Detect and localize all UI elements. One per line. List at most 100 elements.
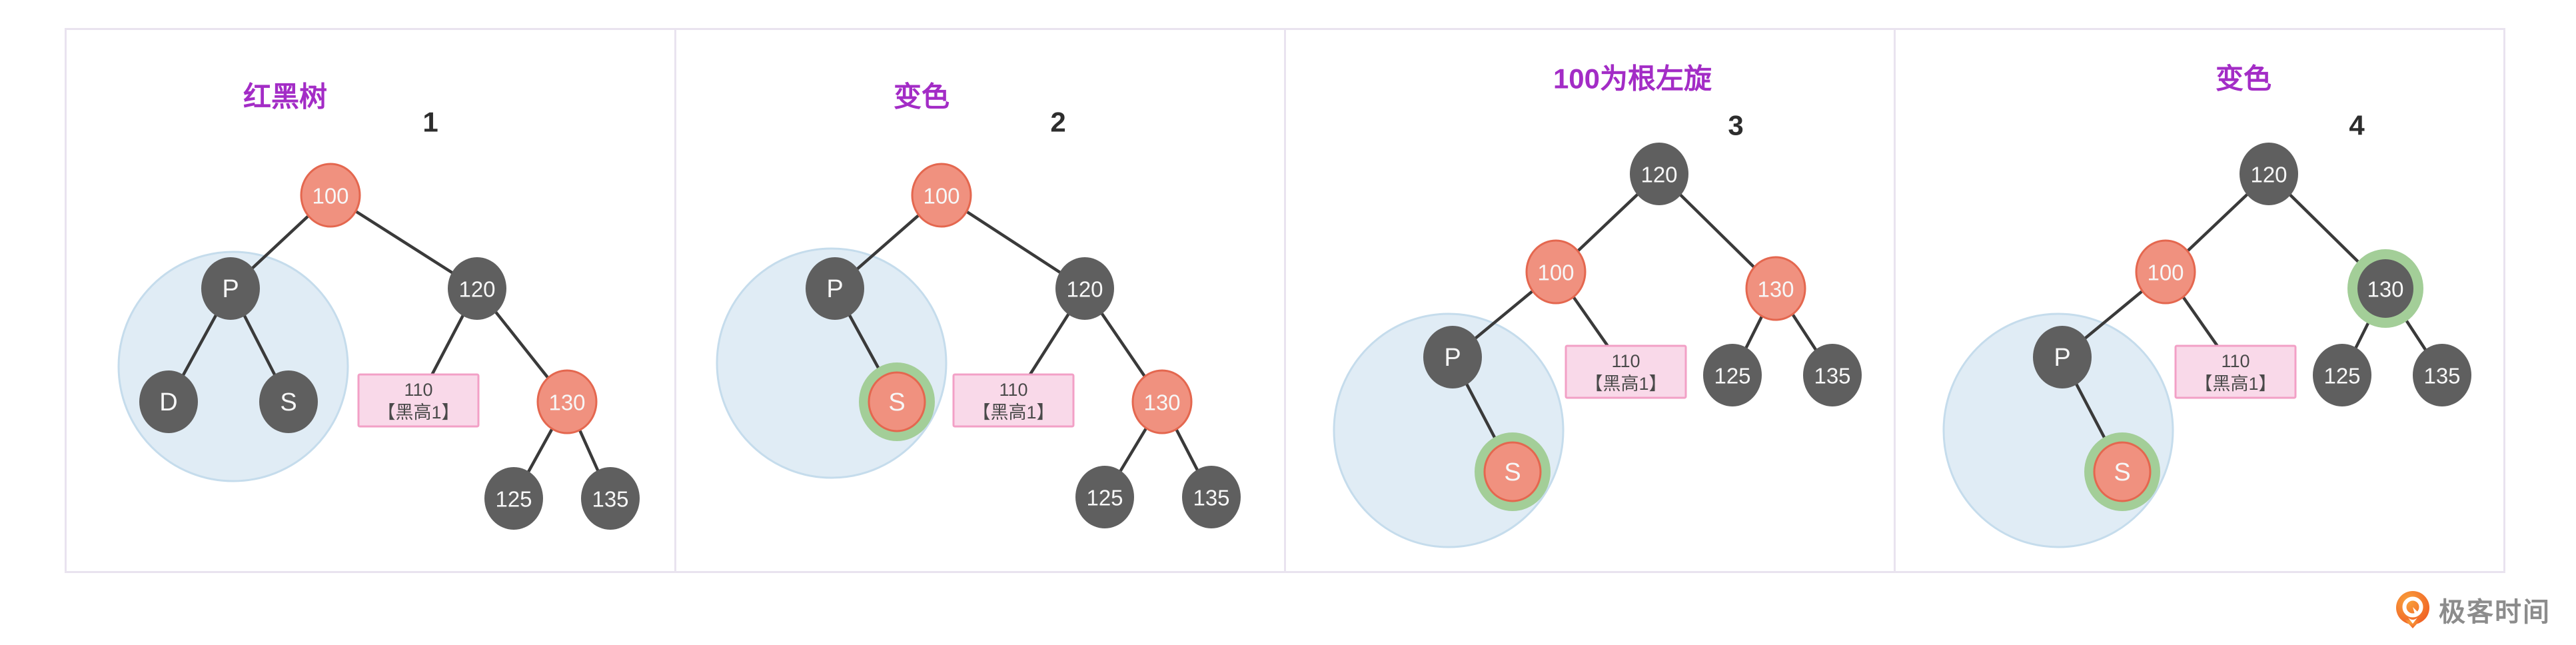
- box-label: 110: [1611, 351, 1640, 371]
- tree-node-P: P: [2033, 326, 2092, 388]
- node-label: 100: [2147, 261, 2184, 285]
- node-circle-red: [1483, 441, 1542, 502]
- tree-node-125: 125: [484, 467, 543, 530]
- tree-node-P: P: [806, 257, 864, 320]
- node-circle-black: [201, 257, 260, 320]
- node-label: S: [2114, 458, 2130, 486]
- panel-title: 变色: [2216, 63, 2271, 95]
- tree-node-S: S: [2084, 432, 2160, 511]
- tree-node-120: 120: [1055, 257, 1114, 320]
- node-label: 135: [1193, 486, 1229, 510]
- box-label: 110: [404, 380, 432, 400]
- node-circle-red: [300, 163, 361, 228]
- node-circle-black: [1630, 143, 1688, 205]
- tree-node-130: 130: [536, 369, 598, 434]
- node-circle-black: [1703, 344, 1762, 406]
- box-label: 110: [2221, 351, 2250, 371]
- tree-node-135: 135: [2413, 344, 2471, 406]
- tree-node-130: 130: [1131, 369, 1193, 434]
- node-circle-black: [2240, 143, 2298, 205]
- tree-node-135: 135: [1803, 344, 1862, 406]
- black-height-box-110: 110【黑高1】: [357, 373, 480, 428]
- node-label: 120: [1640, 163, 1677, 187]
- tree-node-135: 135: [581, 467, 640, 530]
- node-circle-black: [1803, 344, 1862, 406]
- node-label: D: [159, 388, 177, 416]
- panel-step-number: 4: [2349, 110, 2365, 141]
- node-circle-black: [1182, 466, 1241, 528]
- node-circle-black: [139, 370, 198, 433]
- node-label: 120: [458, 277, 495, 302]
- tree-node-100: 100: [2135, 239, 2196, 305]
- black-height-box-rect: [2174, 344, 2297, 399]
- node-circle-black: [2033, 326, 2092, 388]
- tree-node-100: 100: [911, 163, 972, 228]
- node-label: P: [222, 275, 239, 303]
- tree-node-120: 120: [448, 257, 506, 320]
- tree-node-120: 120: [2240, 143, 2298, 205]
- node-label: 100: [312, 184, 348, 209]
- node-label: 135: [592, 487, 628, 512]
- node-label: 135: [1814, 364, 1850, 388]
- node-label: 130: [548, 390, 585, 415]
- node-circle-black: [2357, 259, 2413, 318]
- black-height-box-110: 110【黑高1】: [2174, 344, 2297, 399]
- node-circle-red: [868, 371, 926, 432]
- panel-step-number: 1: [422, 107, 438, 138]
- tree-node-120: 120: [1630, 143, 1688, 205]
- node-label: 100: [1537, 261, 1574, 285]
- node-label: P: [2054, 344, 2070, 372]
- panel-title: 变色: [894, 81, 950, 113]
- box-sublabel: 【黑高1】: [1585, 374, 1666, 394]
- node-circle-black: [2413, 344, 2471, 406]
- node-label: P: [826, 275, 843, 303]
- node-label: 125: [1714, 364, 1750, 388]
- tree-node-D: D: [139, 370, 198, 433]
- node-label: 100: [923, 184, 960, 209]
- panel-step-number: 3: [1728, 110, 1743, 141]
- node-circle-black: [259, 370, 318, 433]
- tree-node-125: 125: [2313, 344, 2371, 406]
- black-height-box-rect: [1565, 344, 1687, 399]
- node-circle-black: [806, 257, 864, 320]
- tree-node-S: S: [859, 362, 935, 441]
- geektime-logo-text: 极客时间: [2439, 598, 2551, 627]
- tree-node-P: P: [201, 257, 260, 320]
- tree-node-125: 125: [1703, 344, 1762, 406]
- tree-node-135: 135: [1182, 466, 1241, 528]
- tree-node-100: 100: [300, 163, 361, 228]
- node-circle-red: [1525, 239, 1587, 305]
- geektime-logo-icon: [2396, 591, 2429, 628]
- node-label: 125: [2323, 364, 2360, 388]
- black-height-box-110: 110【黑高1】: [952, 373, 1075, 428]
- geektime-logo: 极客时间: [2393, 590, 2551, 629]
- node-label: 120: [1066, 277, 1103, 302]
- tree-node-125: 125: [1075, 466, 1134, 528]
- node-label: S: [280, 388, 297, 416]
- node-circle-black: [1075, 466, 1134, 528]
- node-circle-black: [1423, 326, 1482, 388]
- black-height-box-rect: [952, 373, 1075, 428]
- node-label: 125: [1086, 486, 1123, 510]
- node-circle-red: [911, 163, 972, 228]
- node-label: P: [1444, 344, 1461, 372]
- node-circle-red: [1745, 256, 1806, 321]
- tree-node-130: 130: [1745, 256, 1806, 321]
- box-label: 110: [999, 380, 1027, 400]
- node-circle-red: [2135, 239, 2196, 305]
- tree-node-S: S: [1475, 432, 1551, 511]
- node-label: 120: [2250, 163, 2287, 187]
- black-height-box-rect: [357, 373, 480, 428]
- panel-step-number: 2: [1050, 107, 1065, 138]
- tree-node-130: 130: [2347, 249, 2423, 328]
- node-label: 130: [1757, 277, 1794, 302]
